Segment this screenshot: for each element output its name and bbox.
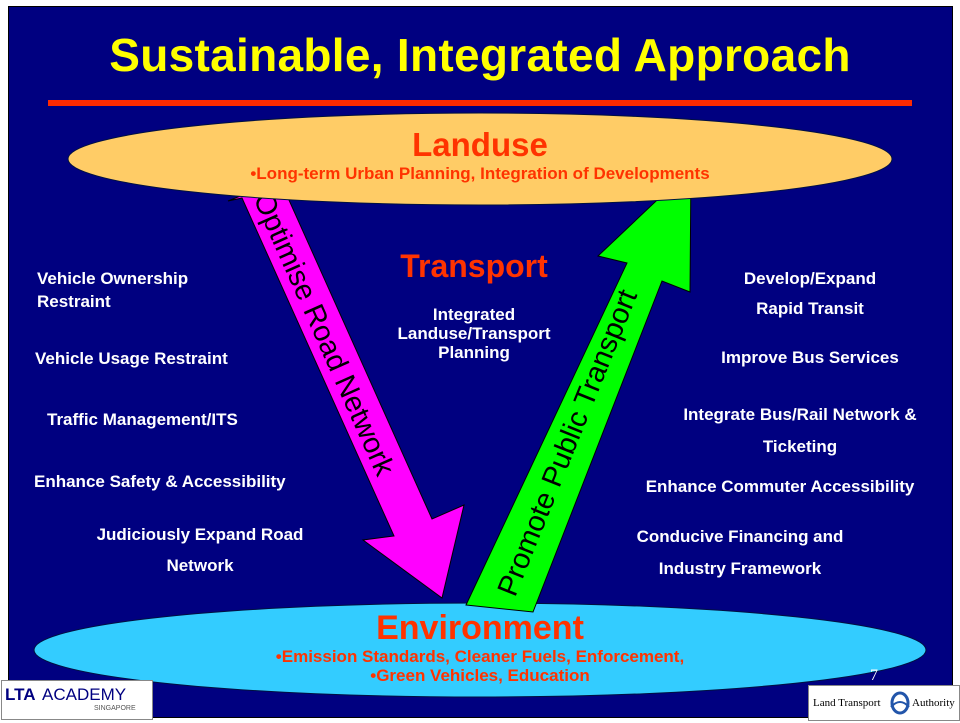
logo-left-regular: ACADEMY [42,685,127,704]
transport-center-line-1: Integrated [432,305,516,324]
right-measure-5-line-1: Conducive Financing and [636,527,844,546]
environment-subtitle-2: •Green Vehicles, Education [370,666,590,685]
landuse-subtitle: •Long-term Urban Planning, Integration o… [250,164,710,183]
page-number: 7 [870,667,878,684]
transport-center-line-2: Landuse/Transport [397,324,551,343]
left-measure-5-line-2: Network [166,556,234,575]
land-transport-authority-logo: Land Transport Authority [808,685,960,721]
right-measure-2: Improve Bus Services [721,348,899,367]
right-measure-1-line-2: Rapid Transit [756,299,864,318]
left-measure-1-line-1: Vehicle Ownership [37,269,189,288]
right-measure-1-line-1: Develop/Expand [743,269,877,288]
transport-heading: Transport [400,248,548,284]
right-measure-3-line-1: Integrate Bus/Rail Network & [683,405,917,424]
right-measure-4: Enhance Commuter Accessibility [645,477,915,496]
lta-swoosh-icon [890,691,910,715]
logo-right-part2: Authority [912,697,955,709]
lta-academy-logo: LTA ACADEMY SINGAPORE [1,680,153,720]
environment-heading: Environment [376,609,584,647]
left-measure-5-line-1: Judiciously Expand Road [96,525,304,544]
right-measure-3-line-2: Ticketing [762,437,838,456]
logo-right-part1: Land Transport [813,697,881,709]
landuse-heading: Landuse [412,126,548,163]
left-measure-4: Enhance Safety & Accessibility [34,472,286,491]
left-measure-3: Traffic Management/ITS [47,410,238,429]
left-measure-1-line-2: Restraint [37,292,111,311]
logo-left-bold: LTA [5,685,36,704]
logo-left-small: SINGAPORE [94,705,136,712]
transport-center-line-3: Planning [438,343,510,362]
left-measure-2: Vehicle Usage Restraint [35,349,228,368]
environment-subtitle-1: •Emission Standards, Cleaner Fuels, Enfo… [275,647,685,666]
title-underline [48,100,912,106]
right-measure-5-line-2: Industry Framework [658,559,822,578]
landuse-ellipse [67,112,893,206]
slide-title: Sustainable, Integrated Approach [109,29,851,81]
